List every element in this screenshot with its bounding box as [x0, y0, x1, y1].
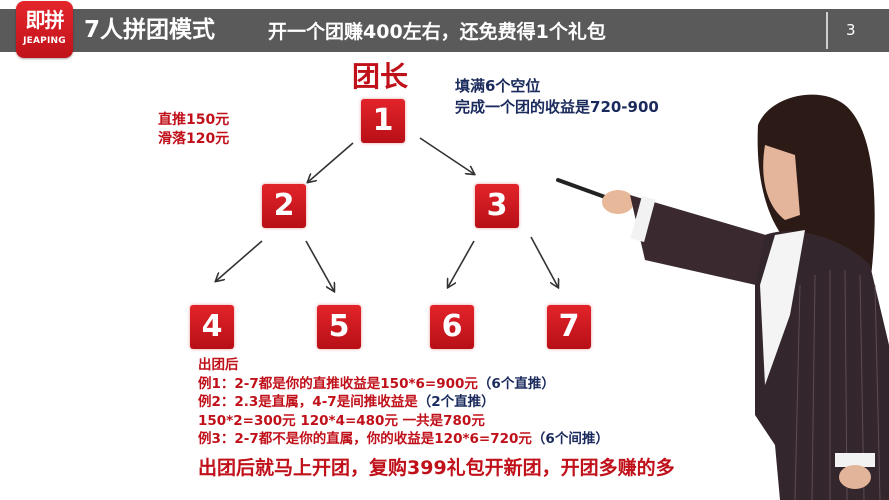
leader-label: 团长 — [352, 60, 409, 93]
header-divider — [826, 12, 828, 49]
commission-info: 直推150元 滑落120元 — [158, 111, 229, 149]
slide-subtitle: 开一个团赚400左右，还免费得1个礼包 — [268, 21, 606, 43]
jeaping-logo: 即拼 JEAPING — [16, 1, 73, 58]
node-6: 6 — [430, 305, 474, 349]
direct-commission: 直推150元 — [158, 112, 230, 128]
arrow-3-to-6 — [448, 240, 475, 287]
group-summary: 填满6个空位 完成一个团的收益是720-900 — [455, 76, 659, 118]
arrow-3-to-7 — [530, 236, 558, 287]
node-3: 3 — [475, 184, 519, 228]
example-2-calculation: 150*2=300元 120*4=480元 一共是780元 — [198, 412, 485, 429]
example-3: 例3：2-7都不是你的直属，你的收益是120*6=720元（6个间推） — [198, 430, 609, 449]
presenter-woman-image — [556, 94, 889, 500]
node-1-leader: 1 — [361, 99, 405, 143]
arrow-2-to-4 — [216, 240, 263, 281]
arrow-1-to-2 — [308, 142, 354, 182]
example-3-text: 例3：2-7都不是你的直属，你的收益是120*6=720元 — [198, 431, 532, 447]
node-7: 7 — [547, 305, 591, 349]
spillover-commission: 滑落120元 — [158, 131, 230, 147]
example-3-paren: （6个间推） — [531, 431, 609, 447]
logo-chinese-text: 即拼 — [25, 8, 65, 32]
call-to-action: 出团后就马上开团，复购399礼包开新团，开团多赚的多 — [198, 457, 675, 479]
header-bar — [0, 9, 889, 52]
arrow-2-to-5 — [305, 240, 334, 291]
node-4: 4 — [190, 305, 234, 349]
slide-title: 7人拼团模式 — [84, 17, 216, 43]
notes-heading: 出团后 — [198, 357, 239, 373]
summary-line-1: 填满6个空位 — [455, 77, 541, 95]
examples-notes: 出团后 例1：2-7都是你的直推收益是150*6=900元（6个直推） 例2：2… — [198, 356, 609, 449]
example-1: 例1：2-7都是你的直推收益是150*6=900元（6个直推） — [198, 375, 609, 394]
logo-english-text: JEAPING — [23, 36, 66, 46]
example-2-paren: （2个直推） — [417, 394, 495, 410]
arrow-1-to-3 — [419, 137, 474, 174]
example-1-paren: （6个直推） — [477, 375, 555, 392]
example-2-text: 例2：2.3是直属，4-7是间推收益是 — [198, 394, 418, 410]
example-2: 例2：2.3是直属，4-7是间推收益是（2个直推） — [198, 393, 609, 412]
example-1-text: 例1：2-7都是你的直推收益是150*6=900元 — [198, 375, 478, 392]
page-number: 3 — [846, 21, 856, 39]
node-2: 2 — [262, 184, 306, 228]
summary-line-2: 完成一个团的收益是720-900 — [455, 98, 659, 116]
node-5: 5 — [317, 305, 361, 349]
